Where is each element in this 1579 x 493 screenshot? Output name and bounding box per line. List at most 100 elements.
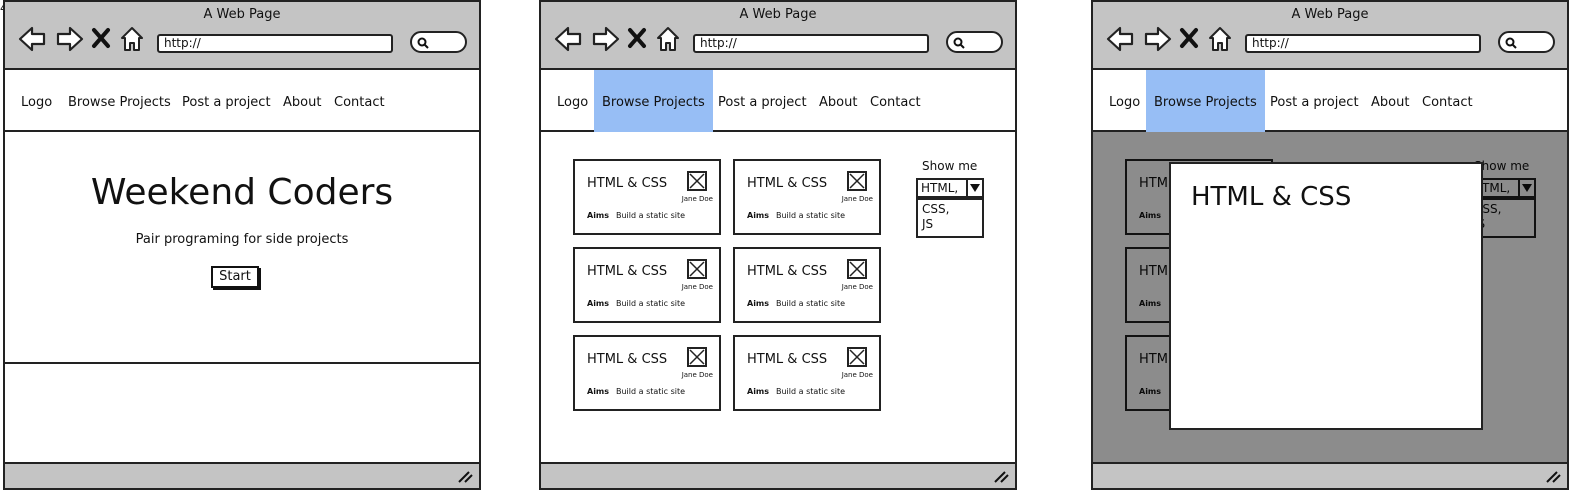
nav-about[interactable]: About: [283, 95, 322, 110]
browser-search-field[interactable]: [1498, 31, 1555, 53]
forward-arrow-icon[interactable]: [56, 26, 84, 52]
project-card[interactable]: HTML & CSS Jane Doe Aims Build a static …: [733, 335, 881, 411]
home-icon[interactable]: [657, 27, 679, 51]
browser-search-field[interactable]: [410, 31, 467, 53]
landing-content: Weekend Coders Pair programing for side …: [5, 132, 479, 462]
card-aims-text: Build a static site: [616, 299, 686, 308]
browse-content-behind-modal: HTML & CSS Aims HTML & CSS Aims HTML & C…: [1093, 132, 1567, 462]
browse-content: HTML & CSS Jane Doe Aims Build a static …: [541, 132, 1015, 462]
window-title: A Web Page: [1291, 7, 1369, 22]
close-x-icon[interactable]: [92, 28, 110, 48]
home-icon[interactable]: [121, 27, 143, 51]
card-aims-text: Build a static site: [616, 387, 686, 396]
image-placeholder-icon: [847, 171, 867, 191]
nav-logo[interactable]: Logo: [21, 95, 53, 110]
nav-logo[interactable]: Logo: [557, 95, 589, 110]
chevron-down-icon: [970, 184, 980, 192]
resize-grip-icon[interactable]: [993, 469, 1009, 483]
search-icon: [1505, 37, 1517, 49]
forward-arrow-icon[interactable]: [592, 26, 620, 52]
card-aims-label: Aims: [1139, 211, 1162, 220]
resize-grip-icon[interactable]: [457, 469, 473, 483]
back-arrow-icon[interactable]: [1106, 26, 1134, 52]
card-aims-label: Aims: [747, 387, 770, 396]
browser-chrome: A Web Page http://: [541, 2, 1015, 70]
image-placeholder-icon: [687, 347, 707, 367]
project-card[interactable]: HTML & CSS Jane Doe Aims Build a static …: [733, 247, 881, 323]
card-aims-text: Build a static site: [776, 299, 846, 308]
project-card[interactable]: HTML & CSS Jane Doe Aims Build a static …: [573, 335, 721, 411]
home-icon[interactable]: [1209, 27, 1231, 51]
card-aims-label: Aims: [587, 299, 610, 308]
image-placeholder-icon: [847, 259, 867, 279]
project-card[interactable]: HTML & CSS Jane Doe Aims Build a static …: [733, 159, 881, 235]
nav-browse-projects[interactable]: Browse Projects: [1146, 70, 1265, 132]
browser-nav-icons: [554, 26, 684, 52]
nav-contact[interactable]: Contact: [1422, 95, 1473, 110]
dropdown-toggle[interactable]: [966, 180, 982, 196]
url-field[interactable]: http://: [157, 34, 393, 53]
browser-nav-icons: [1106, 26, 1236, 52]
search-icon: [417, 37, 429, 49]
nav-post-project[interactable]: Post a project: [1270, 95, 1359, 110]
card-aims-text: Build a static site: [776, 387, 846, 396]
close-x-icon[interactable]: [1180, 28, 1198, 48]
dropdown-toggle: [1518, 180, 1534, 196]
filter-option[interactable]: JS: [922, 217, 934, 231]
section-divider: [5, 362, 479, 364]
project-modal[interactable]: HTML & CSS: [1169, 162, 1483, 430]
hero-subtitle: Pair programing for side projects: [135, 232, 349, 247]
nav-about[interactable]: About: [1371, 95, 1410, 110]
image-placeholder-icon: [687, 259, 707, 279]
browser-chrome: A Web Page http://: [5, 2, 479, 70]
browser-window-browse: A Web Page http:// Logo Browse Projects …: [539, 0, 1017, 490]
project-card[interactable]: HTML & CSS Jane Doe Aims Build a static …: [573, 247, 721, 323]
modal-title: HTML & CSS: [1191, 182, 1352, 212]
site-navbar: Logo Browse Projects Post a project Abou…: [541, 70, 1015, 132]
nav-contact[interactable]: Contact: [870, 95, 921, 110]
nav-post-project[interactable]: Post a project: [718, 95, 807, 110]
url-field[interactable]: http://: [1245, 34, 1481, 53]
url-field[interactable]: http://: [693, 34, 929, 53]
card-title: HTML & CSS: [747, 352, 828, 367]
card-title: HTML & CSS: [747, 176, 828, 191]
filter-option[interactable]: CSS,: [922, 202, 950, 216]
nav-browse-projects[interactable]: Browse Projects: [68, 95, 171, 110]
card-author: Jane Doe: [841, 283, 873, 291]
back-arrow-icon[interactable]: [18, 26, 46, 52]
resize-grip-icon[interactable]: [1545, 469, 1561, 483]
nav-contact[interactable]: Contact: [334, 95, 385, 110]
card-aims-label: Aims: [747, 211, 770, 220]
filter-label: Show me: [1474, 159, 1530, 173]
card-aims-text: Build a static site: [616, 211, 686, 220]
filter-dropdown[interactable]: HTML,: [916, 178, 984, 198]
filter-label: Show me: [922, 159, 978, 173]
search-icon: [953, 37, 965, 49]
nav-browse-projects[interactable]: Browse Projects: [594, 70, 713, 132]
browser-nav-icons: [18, 26, 148, 52]
filter-options-list[interactable]: CSS, JS: [916, 198, 984, 238]
nav-about[interactable]: About: [819, 95, 858, 110]
card-title: HTML & CSS: [587, 264, 668, 279]
browser-status-bar: [541, 462, 1015, 488]
nav-logo[interactable]: Logo: [1109, 95, 1141, 110]
back-arrow-icon[interactable]: [554, 26, 582, 52]
browser-status-bar: [1093, 462, 1567, 488]
browser-window-modal: A Web Page http:// Logo Browse Projects …: [1091, 0, 1569, 490]
browser-search-field[interactable]: [946, 31, 1003, 53]
browser-status-bar: [5, 462, 479, 488]
browser-chrome: A Web Page http://: [1093, 2, 1567, 70]
window-title: A Web Page: [203, 7, 281, 22]
hero-title: Weekend Coders: [90, 172, 394, 213]
nav-post-project[interactable]: Post a project: [182, 95, 271, 110]
forward-arrow-icon[interactable]: [1144, 26, 1172, 52]
window-title: A Web Page: [739, 7, 817, 22]
card-author: Jane Doe: [681, 371, 713, 379]
close-x-icon[interactable]: [628, 28, 646, 48]
card-aims-label: Aims: [1139, 387, 1162, 396]
card-title: HTML & CSS: [747, 264, 828, 279]
start-button[interactable]: Start: [211, 266, 259, 288]
card-title: HTML & CSS: [587, 352, 668, 367]
project-card[interactable]: HTML & CSS Jane Doe Aims Build a static …: [573, 159, 721, 235]
image-placeholder-icon: [847, 347, 867, 367]
